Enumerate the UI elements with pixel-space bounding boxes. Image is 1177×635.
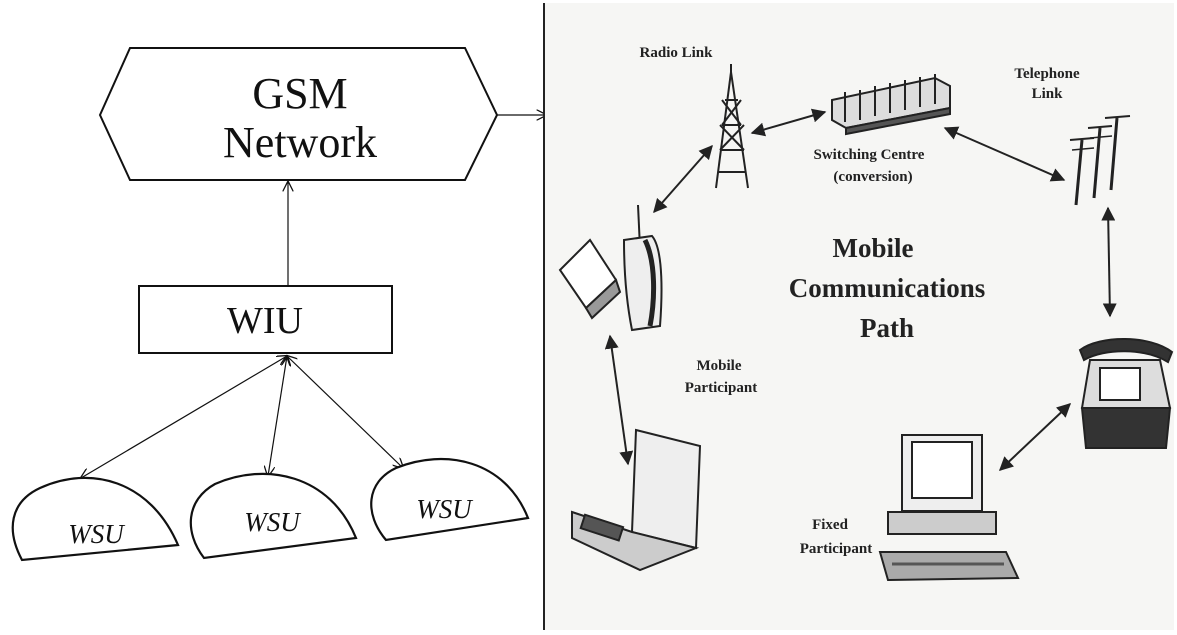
mobile-participant-label-line1: Mobile [697, 358, 742, 374]
telephone-icon [1078, 338, 1174, 449]
fixed-participant-label-line2: Participant [800, 541, 873, 557]
wiu-wsu3-arrow [287, 356, 403, 468]
left-block-diagram: GSM Network WIU WSU WSU WSU [11, 47, 546, 562]
switching-centre-label-line1: Switching Centre [814, 147, 925, 163]
radio-switching-link-arrow [750, 108, 827, 137]
gsm-network-node [98, 47, 499, 181]
telephone-poles-icon [1069, 115, 1131, 206]
telephone-link-label-line2: Link [1032, 86, 1064, 102]
gsm-network-label-line1: GSM [252, 69, 347, 118]
fixed-participant-label-line1: Fixed [812, 517, 848, 533]
gsm-network-label-line2: Network [223, 118, 377, 167]
telephone-computer-link-arrow [998, 403, 1072, 471]
wiu-wsu1-arrow [81, 356, 287, 478]
radio-tower-icon [715, 64, 749, 189]
wsu-node-2: WSU [189, 472, 358, 560]
mobile-participant-label-line2: Participant [685, 380, 758, 396]
switching-telephone-link-arrow [943, 126, 1066, 182]
poles-telephone-link-arrow [1101, 206, 1117, 318]
wsu-label-3: WSU [416, 494, 473, 524]
mobile-radio-link-arrow [653, 144, 713, 214]
wsu-node-3: WSU [370, 457, 530, 542]
wsu-label-2: WSU [244, 507, 301, 537]
wsu-node-1: WSU [11, 476, 180, 562]
figure-title-line1: Mobile [833, 233, 914, 263]
mobile-phone-icon [558, 204, 663, 332]
switching-centre-icon [831, 74, 951, 136]
wiu-label: WIU [227, 300, 303, 342]
wiu-node [138, 285, 393, 354]
wiu-wsu2-arrow [268, 356, 287, 476]
figure-title-line3: Path [860, 313, 914, 343]
figure-title-line2: Communications [789, 273, 986, 303]
radio-link-label: Radio Link [640, 45, 714, 61]
laptop-icon [571, 428, 702, 572]
telephone-link-label-line1: Telephone [1014, 66, 1080, 82]
mobile-communications-figure: Radio Link Switching Centre (conversion) [543, 3, 1174, 630]
wsu-label-1: WSU [68, 519, 125, 549]
switching-centre-label-line2: (conversion) [833, 169, 912, 185]
mobile-laptop-link-arrow [604, 334, 634, 466]
computer-icon [878, 434, 1020, 582]
